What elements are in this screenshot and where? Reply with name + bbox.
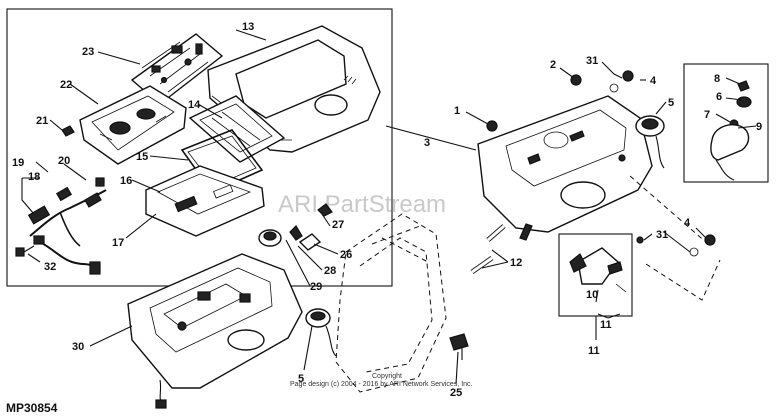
callout-32: 32 [44, 261, 56, 273]
figure-id: MP30854 [6, 401, 58, 415]
wiring-harness-part [27, 177, 107, 275]
callout-30: 30 [72, 341, 84, 353]
callout-29: 29 [310, 281, 322, 293]
callout-27: 27 [332, 219, 344, 231]
key-detail-parts [710, 80, 752, 181]
callout-8: 9 [756, 121, 762, 133]
callout-3: 3 [424, 137, 430, 149]
callout-6: 6 [716, 91, 722, 103]
callout-7: 7 [704, 109, 710, 121]
callout-4-top: 4 [650, 75, 657, 87]
washer-31b-part [689, 247, 699, 257]
lower-switch-parts [258, 203, 337, 357]
copyright-text: Page design (c) 2004 - 2016 by ARI Netwo… [290, 381, 473, 388]
connector-part [449, 333, 469, 360]
callout-9: 8 [714, 73, 720, 85]
callout-4-bottom: 4 [684, 217, 691, 229]
callout-23: 22 [60, 79, 72, 91]
lower-housing-part [145, 165, 265, 237]
callout-24: 23 [82, 46, 94, 58]
callout-18: 17 [112, 237, 124, 249]
ignition-switch-part [569, 247, 627, 293]
callout-25: 25 [450, 387, 462, 399]
leader-lines [21, 29, 757, 385]
callout-10: 10 [586, 289, 598, 301]
stud-part [636, 236, 644, 244]
callout-5-bottom: 5 [298, 373, 304, 385]
callout-1: 1 [454, 105, 460, 117]
nut-4b-part [704, 234, 716, 246]
callout-16: 15 [136, 151, 148, 163]
callout-17: 16 [120, 175, 132, 187]
callout-28: 28 [324, 265, 336, 277]
dash-assembly-right [477, 95, 653, 233]
gauge-cluster-part [79, 85, 187, 165]
watermark: ARI PartStream [278, 191, 446, 218]
callout-5-right: 5 [668, 97, 674, 109]
knob-part [61, 125, 75, 137]
callout-14: 13 [242, 21, 254, 33]
screw-1-part [486, 120, 498, 132]
callout-26: 26 [340, 249, 352, 261]
washer-31-part [609, 83, 619, 93]
callout-22: 21 [36, 115, 48, 127]
nut-4-part [622, 70, 634, 82]
callout-labels: 13 23 22 21 14 15 20 19 18 16 17 32 3 1 … [12, 21, 762, 399]
callout-11: 11 [600, 319, 612, 331]
copyright-label: Copyright [372, 373, 402, 380]
front-dash-panel-part [127, 253, 303, 409]
callout-31-bottom: 31 [656, 229, 668, 241]
key-detail-frame [683, 63, 769, 183]
callout-12: 11 [588, 345, 600, 357]
callout-20: 19 [12, 157, 24, 169]
callout-19: 18 [28, 171, 40, 183]
callout-2: 2 [550, 59, 556, 71]
key-switch-part-right [635, 115, 665, 169]
callout-13: 12 [510, 257, 522, 269]
dashed-shroud-part [335, 213, 447, 393]
hose-parts [470, 223, 533, 275]
callout-15: 14 [188, 99, 201, 111]
screw-part [15, 245, 35, 257]
callout-31-top: 31 [586, 55, 598, 67]
callout-21: 20 [58, 155, 70, 167]
